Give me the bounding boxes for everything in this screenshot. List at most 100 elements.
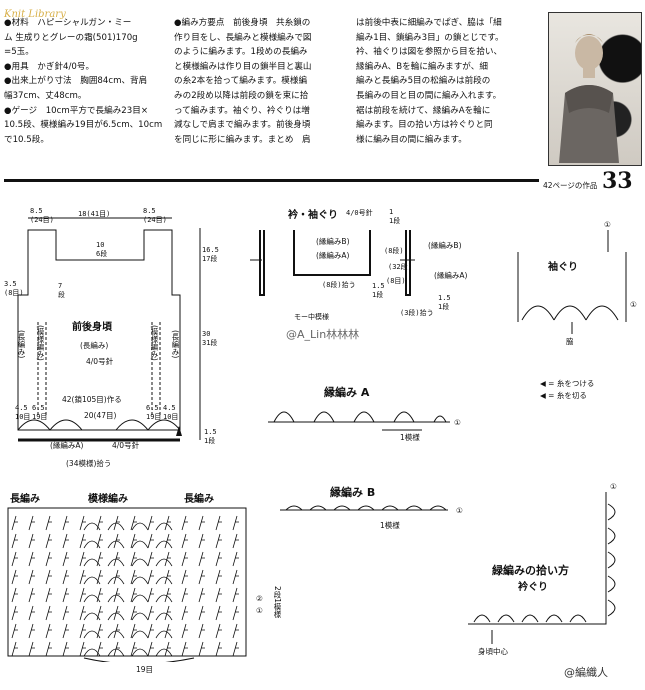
shell-mark (83, 522, 101, 531)
stitch-mark (96, 605, 103, 621)
stitch-mark (164, 605, 171, 621)
stitch-mark (232, 569, 239, 585)
shell-mark (155, 576, 173, 585)
stitch-mark (147, 623, 154, 639)
stitch-chart (7, 507, 247, 662)
shell-mark (131, 648, 149, 657)
page-reference: 42ページの作品 (543, 181, 598, 190)
text-line: みの2段め以降は前段の鎖を束に拾 (174, 90, 309, 101)
text-line: 編みます。目の拾い方は衿ぐりと同 (356, 120, 493, 131)
text-line: ●ゲージ 10cm平方で長編み23目× (4, 105, 149, 116)
text-line: 長編みの目と目の間に編み入れます。 (356, 90, 502, 101)
stitch-mark (28, 641, 35, 657)
brand-logo: Knit Library (4, 9, 66, 20)
stitch-mark (232, 587, 239, 603)
sleeve-mark-1: ① (604, 220, 611, 229)
stitch-mark (164, 551, 171, 567)
stitch-mark (62, 551, 69, 567)
shell-mark (131, 558, 149, 567)
shell-mark (107, 576, 125, 585)
pickup-chart (468, 492, 616, 644)
stitch-mark (28, 587, 35, 603)
stitch-mark (215, 587, 222, 603)
neck-a-right: (縁編みA) (434, 271, 468, 280)
shell-mark (107, 522, 125, 531)
edge-b-repeat: 1模様 (380, 521, 400, 530)
stitch-mark (164, 515, 171, 531)
shell-mark (83, 612, 101, 621)
stitch-mark (11, 623, 18, 639)
stitch-mark (79, 605, 86, 621)
shell-mark (155, 630, 173, 639)
bottom-part-1: 4.5 10目 (15, 404, 31, 421)
stitch-mark (232, 515, 239, 531)
stitch-mark (62, 587, 69, 603)
stitch-mark (215, 605, 222, 621)
edge-a-chart (268, 411, 450, 431)
chart-frame (7, 507, 247, 657)
stitch-mark (130, 605, 137, 621)
stitch-chart-label-2: 模様編み (88, 494, 128, 505)
neck-top-pick: 1 1段 (389, 208, 401, 225)
text-line: 10.5段、模様編み19目が6.5cm、10cm (4, 120, 163, 131)
stitch-mark (130, 569, 137, 585)
stitch-mark (181, 551, 188, 567)
shell-mark (107, 648, 125, 657)
stitch-mark (45, 551, 52, 567)
stitch-mark (130, 623, 137, 639)
stitch-mark (198, 623, 205, 639)
stitch-mark (96, 587, 103, 603)
shoulder-right-dim: 8.5 (24目) (143, 207, 167, 224)
armhole-start-dim: 7 段 (58, 282, 65, 299)
stitch-mark (11, 641, 18, 657)
stitch-mark (45, 605, 52, 621)
bottom-part-2: 6.5 19目 (32, 404, 48, 421)
sleeve-chart-title: 袖ぐり (548, 262, 578, 273)
stitch-mark (11, 587, 18, 603)
stitch-mark-1: ① (256, 606, 263, 615)
shell-mark (83, 576, 101, 585)
watermark-bottom: @編織人 (564, 666, 608, 679)
stitch-mark (147, 533, 154, 549)
neck-b-right: (縁編みB) (428, 241, 462, 250)
stitch-mark (164, 641, 171, 657)
pattern-label-right: (模様編み) (150, 325, 159, 361)
stitch-mark (62, 605, 69, 621)
body-title: 前後身頃 (72, 322, 112, 333)
stitch-mark (79, 587, 86, 603)
neck-diagram-title: 衿・袖ぐり (288, 210, 338, 221)
text-line: 幅37cm、丈48cm。 (4, 90, 87, 101)
stitch-mark (11, 533, 18, 549)
stitch-mark (198, 587, 205, 603)
stitch-mark (198, 551, 205, 567)
shell-mark (155, 648, 173, 657)
stitch-mark (96, 551, 103, 567)
page-divider (4, 179, 539, 182)
stitch-chart-label-1: 長編み (10, 494, 40, 505)
edge-a-mark: ① (454, 418, 461, 427)
stitch-mark (215, 623, 222, 639)
stitch-mark (79, 623, 86, 639)
neck-pick-32: (32段) (388, 263, 412, 271)
sleeve-chart-bottom: 脇 (566, 337, 574, 346)
total-height-dim: 30 31段 (202, 330, 218, 347)
side-top-dim: 3.5 (8目) (4, 280, 24, 297)
stitch-repeat: 2段1模様 (273, 586, 282, 619)
neck-right-pick: (3段)拾う (400, 309, 434, 317)
edge-b-chart (280, 505, 448, 511)
neck-right-height-2: 1.5 1段 (438, 294, 451, 311)
body-schematic (17, 217, 201, 442)
shoulder-left-dim: 8.5 (24目) (30, 207, 54, 224)
stitch-mark (164, 623, 171, 639)
stitch-mark (62, 569, 69, 585)
stitch-mark (79, 641, 86, 657)
stitch-mark (215, 515, 222, 531)
stitch-mark (11, 605, 18, 621)
stitch-mark (62, 641, 69, 657)
legend-attach: ◀ = 糸をつける (540, 379, 595, 388)
stitch-mark (79, 515, 86, 531)
shell-mark (155, 612, 173, 621)
shell-mark (107, 594, 125, 603)
edge-b-title: 縁編み B (330, 486, 376, 499)
text-line: 衿、袖ぐりは図を参照から目を拾い、 (356, 47, 503, 58)
